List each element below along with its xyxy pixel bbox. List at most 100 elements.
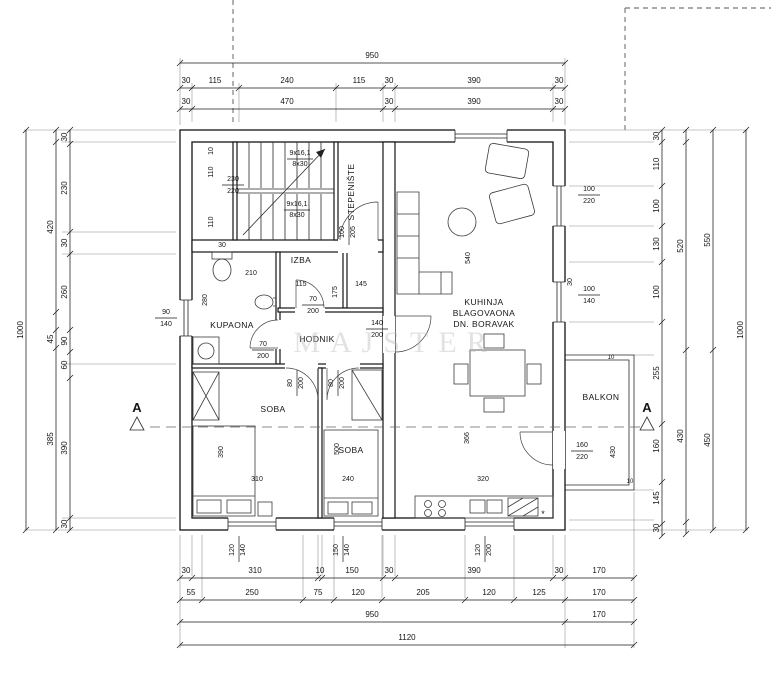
dim-label: 45 [46,334,55,343]
watermark: MAJSTER [293,326,496,359]
dim-label: 100 [652,199,661,213]
dim-label: 140 [371,320,383,327]
dim-label: 200 [486,544,493,556]
dim-label: 30 [567,278,574,286]
dim-label: 450 [703,433,712,447]
dim-label: 145 [652,491,661,505]
dim-label: 30 [60,238,69,247]
dim-chain-top-total [176,59,569,67]
kitchen-counter [414,495,554,519]
room-label-izba: IZBA [291,255,312,265]
dim-label: 950 [365,51,379,60]
dim-label: 1000 [736,321,745,339]
dim-label: 1120 [398,633,416,642]
extension-lines [24,58,748,648]
dim-label: 240 [342,476,354,483]
dim-label: 110 [208,216,215,227]
dim-label: 250 [245,588,259,597]
dim-label: 30 [182,97,191,106]
dim-label: 30 [652,131,661,140]
dim-label: 30 [555,97,564,106]
dim-chain-bottom-total [176,641,638,649]
dim-chain-right-3 [709,126,717,534]
room-label-dnevni-boravak: DN. BORAVAK [453,319,514,329]
dim-chain-right-2 [682,126,690,538]
dim-label: 125 [532,588,546,597]
dim-label: 170 [592,566,606,575]
dim-label: 115 [295,281,306,288]
reference-dashed-lines [232,0,771,130]
bathroom-fixtures [192,251,276,365]
dim-label: 390 [60,441,69,455]
bedroom1-furniture [192,371,273,517]
dim-label: 80 [287,379,294,387]
dim-label: 260 [60,285,69,299]
dim-label: 220 [227,188,239,195]
room-label-stepeniste: STEPENIŠTE [346,164,356,221]
dim-label: 30 [60,132,69,141]
dim-label: 320 [477,476,489,483]
dim-label: 30 [555,566,564,575]
room-label-soba-2: SOBA [338,445,363,455]
dim-label: 145 [355,281,367,288]
dim-label: 100 [583,286,595,293]
dim-label: 200 [307,308,319,315]
dim-label: 550 [703,233,712,247]
dimension-chains [22,59,750,649]
dim-label: 100 [652,285,661,299]
dim-label: 140 [240,544,247,556]
room-label-balkon: BALKON [583,392,620,402]
section-line [129,416,655,431]
dim-label: 230 [60,181,69,195]
dim-label: 220 [583,198,595,205]
dim-chain-left-total [22,126,30,534]
dim-label: 75 [314,588,323,597]
stair-direction-arrow [316,149,325,158]
dim-label: 120 [482,588,496,597]
dim-label: 175 [332,286,339,298]
doors [249,201,554,466]
dim-label: 70 [259,341,267,348]
dim-label: 1000 [16,321,25,339]
dim-chain-left-2 [52,126,60,534]
dim-label: 30 [385,76,394,85]
dim-label: 385 [46,432,55,446]
dim-label: 205 [416,588,430,597]
dim-label: 110 [652,157,661,170]
dim-label: 30 [60,519,69,528]
dim-chain-right-total [742,126,750,534]
room-label-kupaona: KUPAONA [210,320,254,330]
appliance-asterisk: * [541,509,545,519]
dim-label: 30 [182,76,191,85]
dim-chain-bottom-1 [176,574,638,582]
dim-label: 950 [365,610,379,619]
dim-label: 140 [344,544,351,556]
dim-label: 430 [610,446,617,458]
dim-label: 9x16,1 [289,150,310,157]
dim-label: 30 [385,566,394,575]
dim-label: 430 [676,429,685,443]
dim-chain-bottom-2 [176,596,638,604]
dim-label: 115 [353,76,366,85]
dim-label: 10 [627,479,634,485]
fraction-bars [155,158,600,562]
dim-label: 420 [46,220,55,234]
dim-label: 150 [345,566,359,575]
dim-label: 55 [187,588,196,597]
dim-label: 310 [251,476,263,483]
room-label-kuhinja: KUHINJA [464,297,503,307]
stairs [237,142,334,240]
dim-label: 200 [298,377,305,389]
dim-label: 280 [202,294,209,306]
dim-label: 210 [245,270,257,277]
dim-label: 200 [257,353,269,360]
dim-label: 160 [576,442,588,449]
dim-label: 30 [555,76,564,85]
dim-label: 220 [576,454,588,461]
dim-label: 230 [227,176,239,183]
dim-label: 390 [467,97,481,106]
dim-label: 130 [652,237,661,251]
dim-label: 110 [208,166,215,177]
